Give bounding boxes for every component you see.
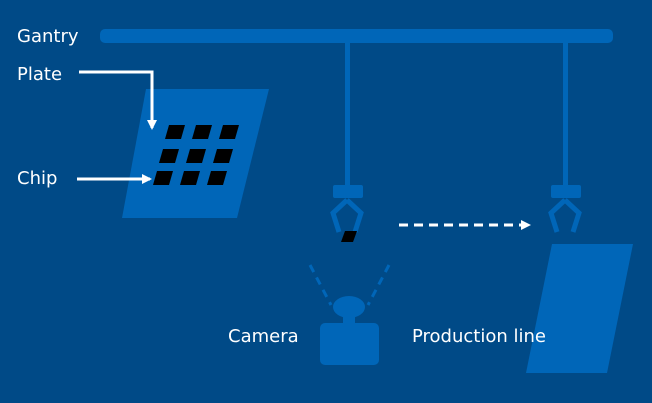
camera-view-line xyxy=(366,264,391,306)
plate-label: Plate xyxy=(17,64,63,85)
camera-icon xyxy=(320,296,379,365)
camera-view-line xyxy=(308,264,333,306)
production-line-label: Production line xyxy=(412,326,546,347)
chip-grid xyxy=(153,125,239,185)
camera-label: Camera xyxy=(228,326,299,347)
gripper-icon xyxy=(548,42,582,233)
chip-label: Chip xyxy=(17,168,58,189)
plate-leader-arrow xyxy=(79,70,157,130)
conveyor-belt xyxy=(526,244,633,373)
gantry-label: Gantry xyxy=(17,26,79,47)
gripper-icon xyxy=(330,42,364,233)
gantry-rail xyxy=(100,29,613,43)
picked-chip xyxy=(341,231,357,242)
